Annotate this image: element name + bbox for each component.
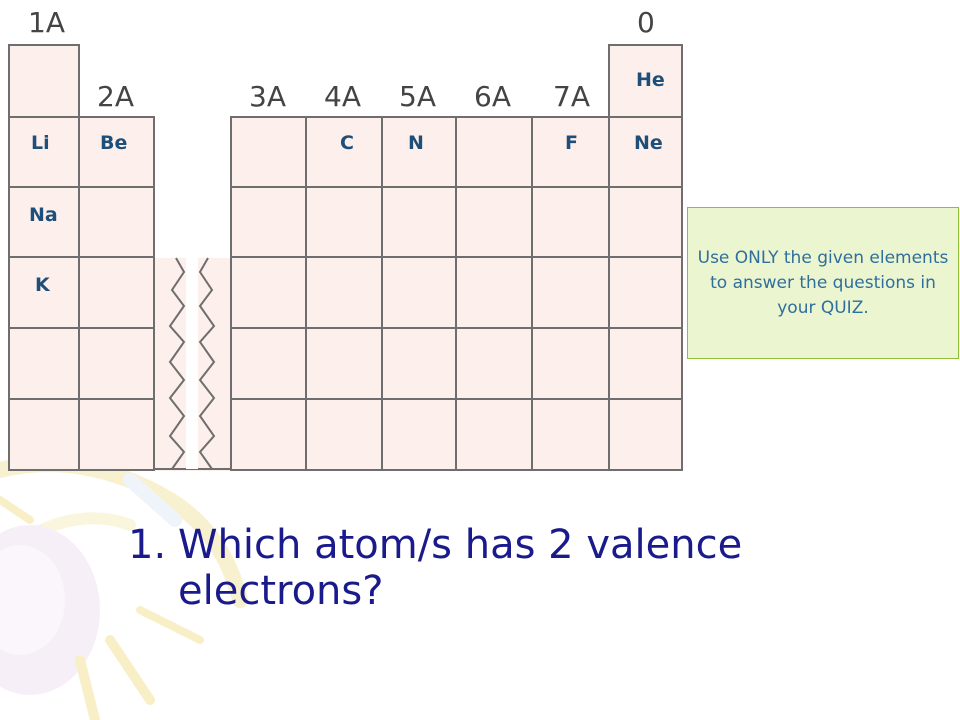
cell-2a-row2 [78,186,155,258]
cell-5a-row6 [381,398,457,471]
cell-1a-row1 [8,44,80,118]
cell-1a-row5 [8,327,80,400]
element-symbol-li: Li [31,132,50,154]
cell-7a-row6 [531,398,610,471]
cell-6a-row3 [455,186,533,258]
instruction-note: Use ONLY the given elements to answer th… [687,207,959,359]
group-label-0: 0 [637,6,655,39]
quiz-question: 1. Which atom/s has 2 valence electrons? [128,522,888,614]
element-symbol-ne: Ne [634,132,663,154]
group-label-7a: 7A [553,80,590,113]
instruction-note-text: Use ONLY the given elements to answer th… [697,247,949,318]
element-symbol-n: N [408,132,424,154]
element-symbol-be: Be [100,132,128,154]
cell-be [78,116,155,188]
group-label-5a: 5A [399,80,436,113]
cell-6a-row5 [455,327,533,400]
cell-7a-row3 [531,186,610,258]
group-label-2a: 2A [97,80,134,113]
cell-2a-row4 [78,327,155,400]
question-text: Which atom/s has 2 valence electrons? [178,522,743,614]
group-label-4a: 4A [324,80,361,113]
element-symbol-k: K [35,274,50,296]
element-symbol-c: C [340,132,354,154]
cell-2a-row3 [78,256,155,329]
element-symbol-na: Na [29,204,58,226]
cell-he [608,44,683,118]
group-label-1a: 1A [28,6,65,39]
cell-0-row4 [608,256,683,329]
cell-3a-row3 [230,186,307,258]
cell-6a-row4 [455,256,533,329]
element-symbol-f: F [565,132,578,154]
cell-ne [608,116,683,188]
cell-n [381,116,457,188]
cell-2a-row5 [78,398,155,471]
group-label-6a: 6A [474,80,511,113]
cell-0-row6 [608,398,683,471]
group-label-3a: 3A [249,80,286,113]
element-symbol-he: He [636,69,665,91]
cell-0-row5 [608,327,683,400]
cell-3a-row6 [230,398,307,471]
question-number: 1. [128,522,167,568]
